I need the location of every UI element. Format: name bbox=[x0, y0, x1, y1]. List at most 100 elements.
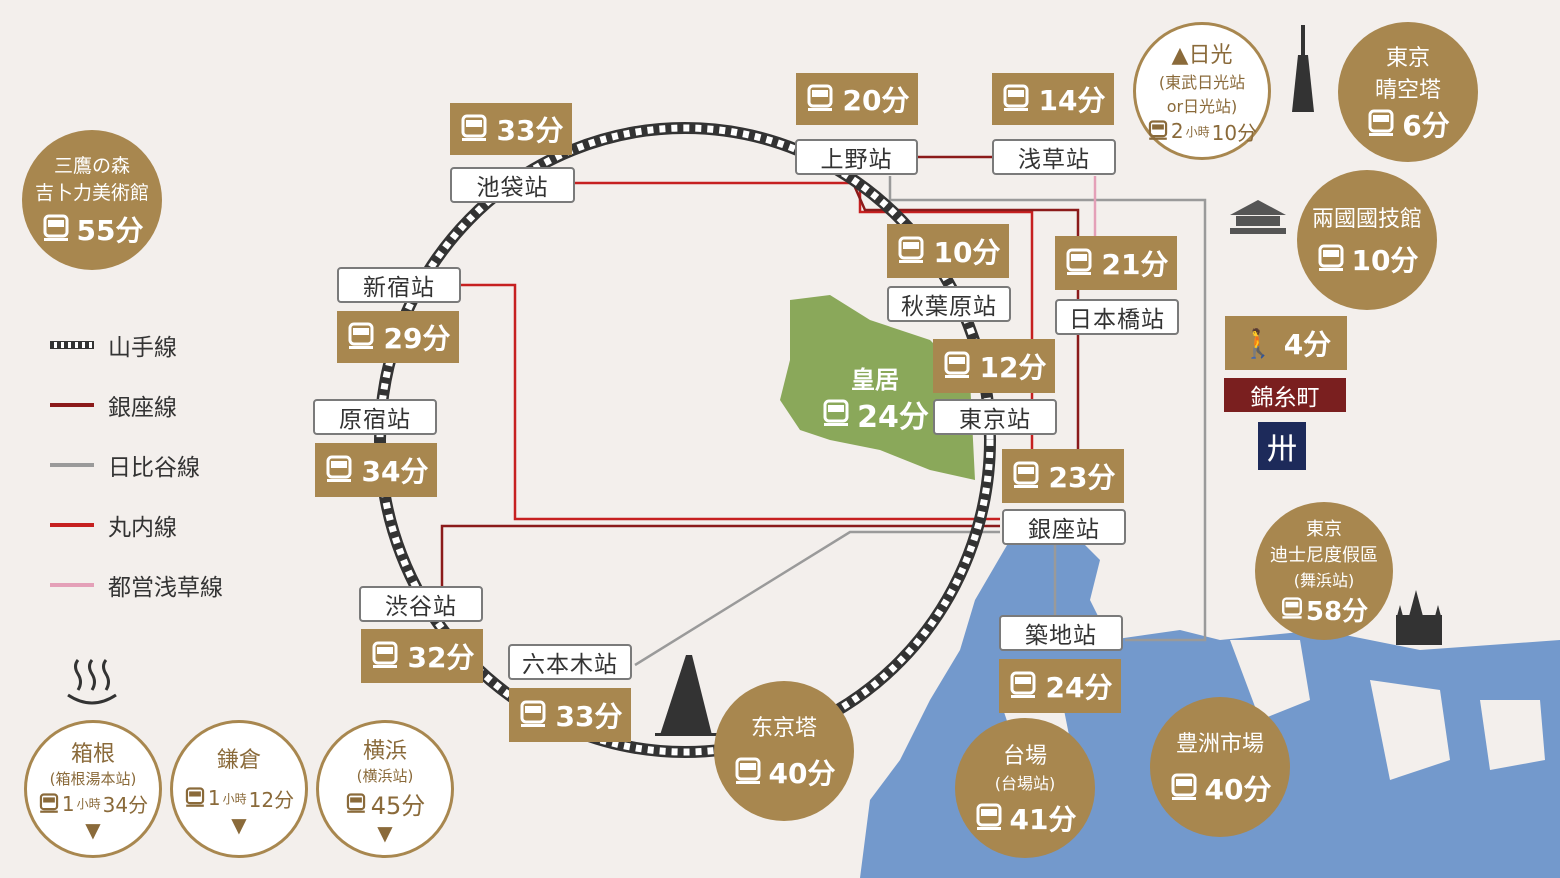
hibiya-line bbox=[634, 530, 1000, 667]
line-marunouchi-icon bbox=[50, 523, 94, 527]
spot-name: 鎌倉 bbox=[216, 747, 261, 773]
spot-name: 横浜 bbox=[362, 739, 407, 764]
time-unit: 小時 bbox=[222, 791, 247, 806]
train-icon bbox=[1064, 248, 1094, 278]
spot-sub: (東武日光站 bbox=[1158, 72, 1246, 92]
spot-time: 58分 bbox=[1305, 596, 1369, 627]
badge-akihabara: 10分 bbox=[887, 224, 1009, 278]
time-unit: 小時 bbox=[76, 797, 101, 811]
spot-time-row: 55分 bbox=[41, 209, 144, 249]
line-hibiya-icon bbox=[50, 463, 94, 467]
spot-time: 10分 bbox=[1351, 244, 1419, 277]
spot-sub: (台場站) bbox=[994, 774, 1056, 793]
time-min: 34分 bbox=[102, 793, 149, 817]
station-ueno[interactable]: 上野站 bbox=[795, 139, 918, 175]
station-asakusa[interactable]: 浅草站 bbox=[992, 139, 1116, 175]
badge-tsukiji: 24分 bbox=[999, 659, 1121, 713]
badge-time: 23分 bbox=[1048, 461, 1116, 494]
spot-name: 东京塔 bbox=[750, 716, 817, 741]
station-shibuya[interactable]: 渋谷站 bbox=[359, 586, 483, 622]
time-min: 12分 bbox=[248, 787, 295, 812]
spot-nikko[interactable]: ▲日光 (東武日光站 or日光站) 2 小時 10分 bbox=[1133, 22, 1271, 160]
station-harajuku[interactable]: 原宿站 bbox=[313, 399, 437, 435]
station-nihonbashi[interactable]: 日本橋站 bbox=[1055, 299, 1179, 335]
dashed-track-icon bbox=[50, 341, 94, 349]
spot-name: 晴空塔 bbox=[1374, 78, 1441, 103]
spot-skytree[interactable]: 東京 晴空塔 6分 bbox=[1338, 22, 1478, 162]
train-icon bbox=[733, 757, 763, 787]
badge-roppongi: 33分 bbox=[509, 688, 631, 742]
kokugikan-icon bbox=[1230, 200, 1286, 234]
badge-nihonbashi: 21分 bbox=[1055, 236, 1177, 290]
spot-toyosu[interactable]: 豊洲市場 40分 bbox=[1150, 697, 1290, 837]
badge-shibuya: 32分 bbox=[361, 629, 483, 683]
train-icon bbox=[1316, 244, 1346, 274]
marunouchi-line bbox=[575, 181, 1034, 460]
spot-time-row: 40分 bbox=[1169, 768, 1272, 808]
station-roppongi[interactable]: 六本木站 bbox=[508, 644, 632, 680]
badge-time: 12分 bbox=[979, 351, 1047, 384]
badge-time: 34分 bbox=[361, 455, 429, 488]
spot-time: 40分 bbox=[1204, 773, 1272, 806]
spot-disney[interactable]: 東京 迪士尼度假區 (舞浜站) 58分 bbox=[1255, 502, 1393, 640]
badge-tokyo: 12分 bbox=[933, 339, 1055, 393]
station-ikebukuro[interactable]: 池袋站 bbox=[450, 167, 575, 203]
station-tsukiji[interactable]: 築地站 bbox=[999, 615, 1123, 651]
spot-yokohama[interactable]: 横浜 (横浜站) 45分 ▼ bbox=[316, 720, 454, 858]
line-asakusa-icon bbox=[50, 583, 94, 587]
disney-castle-icon bbox=[1396, 590, 1442, 645]
train-icon bbox=[184, 787, 206, 809]
badge-time: 33分 bbox=[496, 114, 564, 147]
walking-icon: 🚶 bbox=[1240, 326, 1276, 360]
station-kinshicho[interactable]: 錦糸町 bbox=[1224, 378, 1346, 412]
badge-time: 10分 bbox=[933, 236, 1001, 269]
spot-kamakura[interactable]: 鎌倉 1 小時 12分 ▼ bbox=[170, 720, 308, 858]
spot-name: 兩國國技館 bbox=[1311, 207, 1422, 232]
station-shinjuku[interactable]: 新宿站 bbox=[337, 267, 461, 303]
legend-label: 日比谷線 bbox=[108, 455, 200, 481]
spot-sub: (箱根湯本站) bbox=[49, 770, 137, 788]
train-icon bbox=[345, 792, 367, 815]
down-arrow-icon: ▼ bbox=[377, 821, 393, 845]
badge-time: 21分 bbox=[1101, 248, 1169, 281]
station-akihabara[interactable]: 秋葉原站 bbox=[887, 286, 1011, 322]
train-icon bbox=[1366, 109, 1396, 139]
walk-time: 4分 bbox=[1283, 328, 1332, 361]
train-icon bbox=[346, 322, 376, 352]
spot-name: 迪士尼度假區 bbox=[1270, 544, 1378, 566]
ginza-line bbox=[440, 524, 1000, 590]
badge-ueno: 20分 bbox=[796, 73, 918, 125]
spot-name: 吉卜力美術館 bbox=[34, 182, 149, 204]
imperial-palace-area bbox=[780, 295, 975, 480]
onsen-icon bbox=[67, 659, 117, 705]
spot-time-row: 58分 bbox=[1280, 591, 1368, 628]
spot-daiba[interactable]: 台場 (台場站) 41分 bbox=[955, 718, 1095, 858]
legend-ginza: 銀座線 bbox=[50, 388, 177, 422]
badge-time: 33分 bbox=[555, 700, 623, 733]
train-icon bbox=[821, 399, 851, 429]
ginza-line-east bbox=[848, 175, 1080, 460]
spot-name: 箱根 bbox=[70, 742, 115, 767]
badge-kinshicho-walk: 🚶 4分 bbox=[1225, 316, 1347, 370]
tokyo-tower-icon bbox=[655, 655, 717, 736]
spot-hakone[interactable]: 箱根 (箱根湯本站) 1 小時 34分 ▼ bbox=[24, 720, 162, 858]
spot-time: 6分 bbox=[1402, 109, 1450, 142]
station-ginza[interactable]: 銀座站 bbox=[1002, 509, 1126, 545]
line-ginza-icon bbox=[50, 403, 94, 407]
time-main: 1 bbox=[61, 791, 75, 816]
marunouchi-line-west bbox=[460, 283, 1000, 521]
spot-tokyotower[interactable]: 东京塔 40分 bbox=[714, 681, 854, 821]
time-min: 10分 bbox=[1211, 120, 1258, 145]
station-tokyo[interactable]: 東京站 bbox=[933, 399, 1057, 435]
spot-time-row: 1 小時 34分 bbox=[38, 789, 148, 818]
spot-time-row: 6分 bbox=[1366, 104, 1450, 144]
badge-asakusa: 14分 bbox=[992, 73, 1114, 125]
spot-ghibli[interactable]: 三鷹の森 吉卜力美術館 55分 bbox=[22, 130, 162, 270]
spot-kokugikan[interactable]: 兩國國技館 10分 bbox=[1297, 170, 1437, 310]
spot-time: 55分 bbox=[76, 214, 144, 247]
legend-label: 丸内線 bbox=[108, 515, 177, 541]
down-arrow-icon: ▼ bbox=[85, 818, 101, 842]
spot-name: 豊洲市場 bbox=[1175, 732, 1264, 757]
legend-label: 都営浅草線 bbox=[108, 575, 223, 601]
legend-label: 山手線 bbox=[108, 335, 177, 361]
